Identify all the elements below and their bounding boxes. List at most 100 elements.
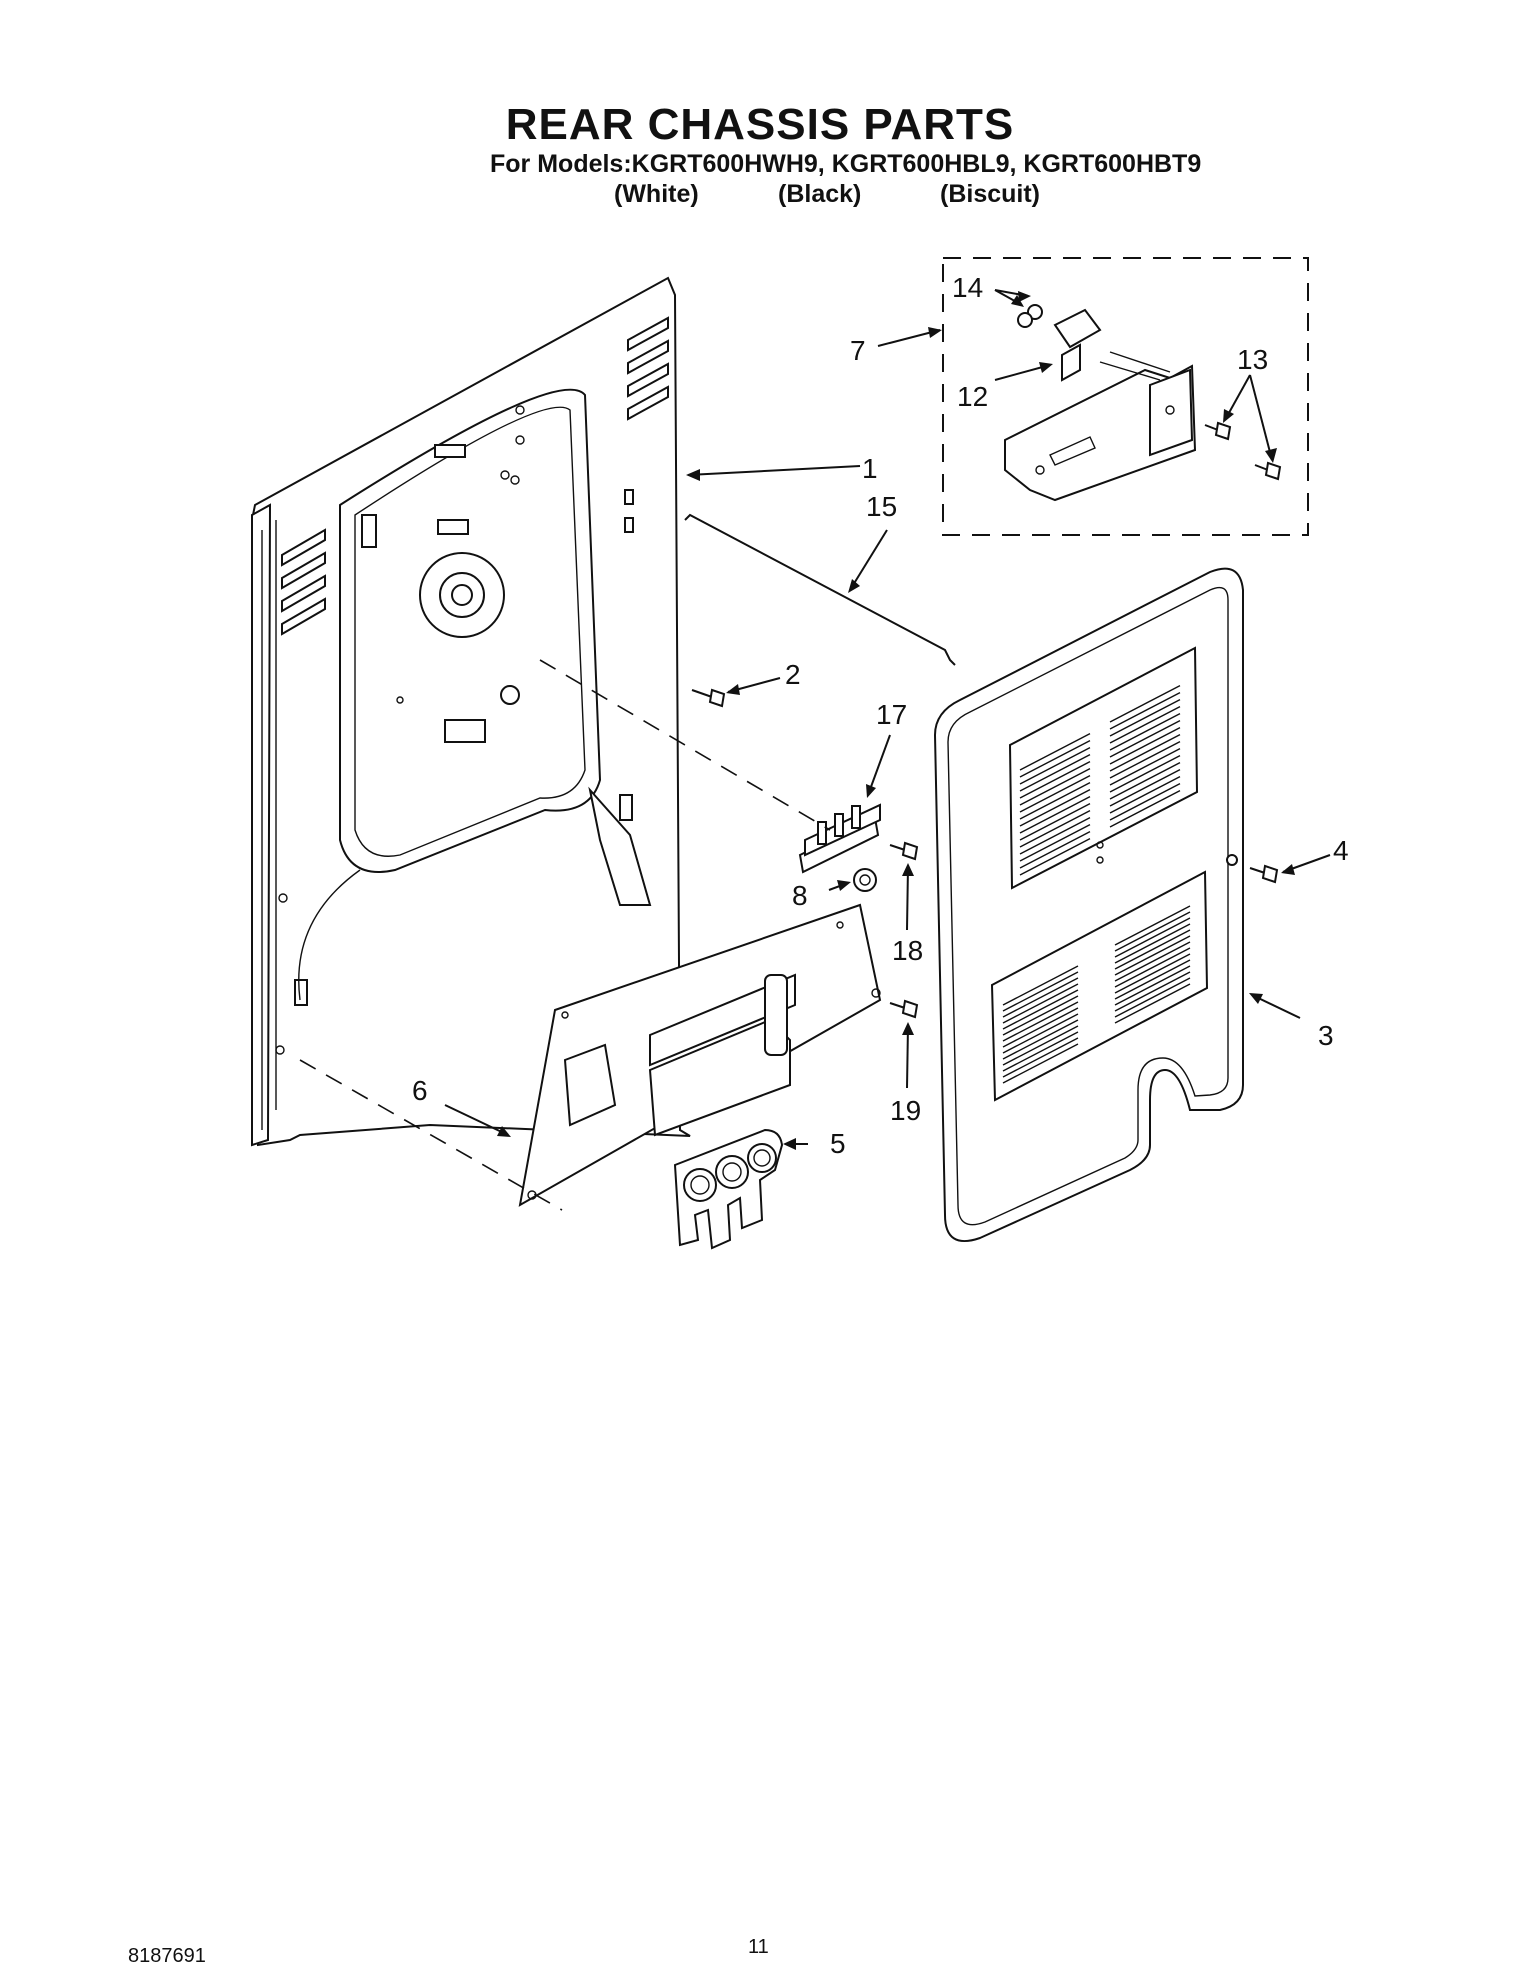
vent-line — [1109, 789, 1181, 828]
vent-grille-lower — [990, 870, 1209, 1102]
vent-line — [1109, 754, 1181, 793]
page-number: 11 — [748, 1936, 769, 1958]
vent-line — [1019, 795, 1091, 834]
vent-line — [1002, 1037, 1079, 1078]
callout-13: 13 — [1237, 344, 1268, 375]
vent-line — [1109, 712, 1181, 751]
vent-line — [1002, 965, 1079, 1006]
vent-line — [1114, 941, 1191, 982]
vent-line — [1002, 995, 1079, 1036]
vent-line — [1019, 809, 1091, 848]
screw-2 — [691, 688, 726, 708]
callout-labels: 1 2 3 4 5 6 7 8 12 13 14 15 17 18 19 — [412, 272, 1349, 1159]
vent-line — [1019, 753, 1091, 792]
vent-line — [1019, 802, 1091, 841]
callout-7: 7 — [850, 335, 866, 366]
vent-line — [1019, 746, 1091, 785]
leader-lines — [299, 289, 1331, 1211]
vent-line — [1019, 830, 1091, 869]
callout-14: 14 — [952, 272, 983, 303]
callout-2: 2 — [785, 659, 801, 690]
callout-15: 15 — [866, 491, 897, 522]
models-line: For Models:KGRT600HWH9, KGRT600HBL9, KGR… — [490, 150, 1202, 178]
vent-line — [1114, 905, 1191, 946]
document-number: 8187691 — [128, 1945, 206, 1967]
vent-line — [1114, 965, 1191, 1006]
vent-slots-left — [281, 528, 326, 636]
vent-line — [1114, 977, 1191, 1018]
vent-line — [1002, 1001, 1079, 1042]
rear-access-panel — [933, 567, 1244, 1243]
callout-5: 5 — [830, 1128, 846, 1159]
vent-line — [1002, 1007, 1079, 1048]
vent-line — [1002, 971, 1079, 1012]
vent-line — [1109, 761, 1181, 800]
vent-line — [1114, 929, 1191, 970]
screw-4 — [1249, 864, 1279, 884]
callout-4: 4 — [1333, 835, 1349, 866]
vent-line — [1109, 740, 1181, 779]
vent-line — [1002, 977, 1079, 1018]
terminal-block — [673, 1128, 784, 1250]
vent-line — [1019, 774, 1091, 813]
vent-line — [1109, 726, 1181, 765]
vent-line — [1109, 684, 1181, 723]
vent-line — [1002, 1043, 1079, 1084]
vent-line — [1109, 747, 1181, 786]
vent-line — [1109, 733, 1181, 772]
support-rod — [684, 513, 956, 666]
callout-6: 6 — [412, 1075, 428, 1106]
vent-line — [1114, 911, 1191, 952]
callout-19: 19 — [890, 1095, 921, 1126]
vent-line — [1114, 971, 1191, 1012]
color-white-label: (White) — [614, 180, 699, 208]
mounting-bracket-plate — [518, 903, 882, 1207]
callout-12: 12 — [957, 381, 988, 412]
color-black-label: (Black) — [778, 180, 862, 208]
vent-line — [1002, 1031, 1079, 1072]
vent-line — [1019, 781, 1091, 820]
vent-line — [1114, 917, 1191, 958]
vent-line — [1019, 732, 1091, 771]
vent-line — [1019, 837, 1091, 876]
callout-17: 17 — [876, 699, 907, 730]
vent-line — [1019, 739, 1091, 778]
vent-line — [1002, 983, 1079, 1024]
vent-line — [1114, 923, 1191, 964]
screw-19 — [889, 999, 919, 1019]
vent-line — [1109, 782, 1181, 821]
wire-clip — [798, 803, 881, 874]
vent-grille-upper — [1008, 646, 1199, 890]
vent-line — [1114, 947, 1191, 988]
rear-chassis-panel — [250, 276, 691, 1147]
vent-line — [1019, 816, 1091, 855]
callout-1: 1 — [862, 453, 878, 484]
callout-18: 18 — [892, 935, 923, 966]
vent-line — [1114, 953, 1191, 994]
vent-line — [1114, 935, 1191, 976]
vent-line — [1002, 1013, 1079, 1054]
callout-3: 3 — [1318, 1020, 1334, 1051]
vent-line — [1109, 775, 1181, 814]
vent-line — [1109, 698, 1181, 737]
inset-detail-box — [942, 257, 1309, 536]
vent-line — [1109, 705, 1181, 744]
vent-line — [1002, 1019, 1079, 1060]
vent-line — [1002, 989, 1079, 1030]
vent-slots-right — [627, 316, 669, 421]
vent-line — [1114, 959, 1191, 1000]
vent-line — [1019, 788, 1091, 827]
page-title: REAR CHASSIS PARTS — [505, 100, 1015, 149]
vent-line — [1109, 719, 1181, 758]
vent-line — [1114, 983, 1191, 1024]
vent-line — [1019, 823, 1091, 862]
screw-18 — [889, 841, 919, 861]
vent-line — [1109, 768, 1181, 807]
vent-line — [1019, 767, 1091, 806]
callout-8: 8 — [792, 880, 808, 911]
vent-line — [1109, 691, 1181, 730]
color-biscuit-label: (Biscuit) — [940, 180, 1040, 208]
vent-line — [1002, 1025, 1079, 1066]
nut-8 — [853, 868, 877, 892]
